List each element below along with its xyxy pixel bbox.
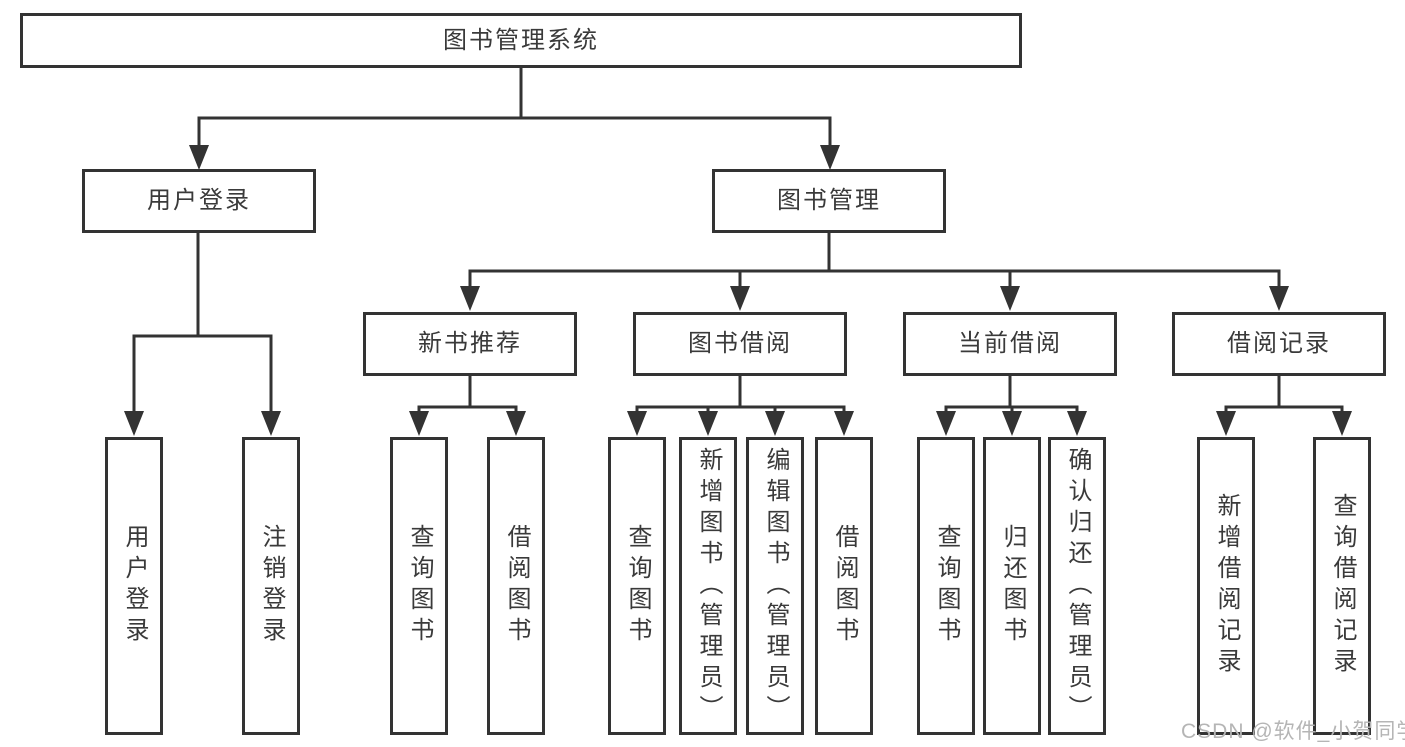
connector-userlogin-branch xyxy=(132,334,273,414)
node-current-borrow: 当前借阅 xyxy=(903,312,1117,376)
node-borrow-records-label: 借阅记录 xyxy=(1227,330,1331,357)
leaf-query-books-3-label: 查询图书 xyxy=(933,524,960,648)
arrow-leaf-b1 xyxy=(627,411,647,436)
leaf-add-books-admin-label: 新增图书（管理员） xyxy=(695,446,722,726)
leaf-confirm-return-admin: 确认归还（管理员） xyxy=(1048,437,1106,735)
leaf-return-books-label: 归还图书 xyxy=(999,524,1026,648)
node-book-management: 图书管理 xyxy=(712,169,946,233)
arrowheads xyxy=(124,145,1352,436)
leaf-edit-books-admin: 编辑图书（管理员） xyxy=(746,437,804,735)
arrow-leaf-b3 xyxy=(765,411,785,436)
arrow-borrow-records xyxy=(1269,286,1289,311)
leaf-add-borrow-record: 新增借阅记录 xyxy=(1197,437,1255,735)
leaf-add-borrow-record-label: 新增借阅记录 xyxy=(1213,493,1240,679)
arrow-leaf-c1 xyxy=(936,411,956,436)
arrow-leaf-c3 xyxy=(1067,411,1087,436)
leaf-query-books-1: 查询图书 xyxy=(390,437,448,735)
leaf-borrow-books-1-label: 借阅图书 xyxy=(503,524,530,648)
arrow-leaf-b4 xyxy=(834,411,854,436)
node-current-borrow-label: 当前借阅 xyxy=(958,330,1062,357)
node-book-borrow-label: 图书借阅 xyxy=(688,330,792,357)
arrow-user-login xyxy=(189,145,209,170)
connector-root-branch xyxy=(197,116,832,148)
node-book-management-label: 图书管理 xyxy=(777,187,881,214)
arrow-new-book xyxy=(460,286,480,311)
leaf-query-borrow-record-label: 查询借阅记录 xyxy=(1329,493,1356,679)
leaf-user-login: 用户登录 xyxy=(105,437,163,735)
connector-bookmgmt-branch xyxy=(468,269,1281,289)
node-root: 图书管理系统 xyxy=(20,13,1022,68)
connector-newbook-branch xyxy=(417,405,518,414)
arrow-leaf-c2 xyxy=(1002,411,1022,436)
node-root-label: 图书管理系统 xyxy=(443,26,599,54)
leaf-borrow-books-1: 借阅图书 xyxy=(487,437,545,735)
leaf-return-books: 归还图书 xyxy=(983,437,1041,735)
node-user-login-label: 用户登录 xyxy=(147,187,251,214)
leaf-user-login-label: 用户登录 xyxy=(121,524,148,648)
leaf-query-borrow-record: 查询借阅记录 xyxy=(1313,437,1371,735)
arrow-leaf-n1 xyxy=(409,411,429,436)
arrow-current-borrow xyxy=(1000,286,1020,311)
node-new-book-recommend-label: 新书推荐 xyxy=(418,330,522,357)
node-borrow-records: 借阅记录 xyxy=(1172,312,1386,376)
leaf-query-books-2-label: 查询图书 xyxy=(624,524,651,648)
arrow-leaf-userlogin xyxy=(124,411,144,436)
arrow-leaf-r1 xyxy=(1216,411,1236,436)
arrow-leaf-r2 xyxy=(1332,411,1352,436)
arrow-leaf-logout xyxy=(261,411,281,436)
connector-records-branch xyxy=(1224,405,1344,414)
leaf-borrow-books-2: 借阅图书 xyxy=(815,437,873,735)
arrow-book-borrow xyxy=(730,286,750,311)
leaf-query-books-3: 查询图书 xyxy=(917,437,975,735)
connector-borrow-branch xyxy=(635,405,846,414)
node-new-book-recommend: 新书推荐 xyxy=(363,312,577,376)
leaf-logout: 注销登录 xyxy=(242,437,300,735)
leaf-borrow-books-2-label: 借阅图书 xyxy=(831,524,858,648)
node-user-login: 用户登录 xyxy=(82,169,316,233)
leaf-confirm-return-admin-label: 确认归还（管理员） xyxy=(1064,446,1091,726)
arrow-leaf-n2 xyxy=(506,411,526,436)
arrow-book-management xyxy=(820,145,840,170)
leaf-query-books-1-label: 查询图书 xyxy=(406,524,433,648)
leaf-add-books-admin: 新增图书（管理员） xyxy=(679,437,737,735)
watermark-text: CSDN @软件_小贺同学 xyxy=(1181,720,1405,743)
leaf-logout-label: 注销登录 xyxy=(258,524,285,648)
leaf-edit-books-admin-label: 编辑图书（管理员） xyxy=(762,446,789,726)
leaf-query-books-2: 查询图书 xyxy=(608,437,666,735)
arrow-leaf-b2 xyxy=(698,411,718,436)
node-book-borrow: 图书借阅 xyxy=(633,312,847,376)
